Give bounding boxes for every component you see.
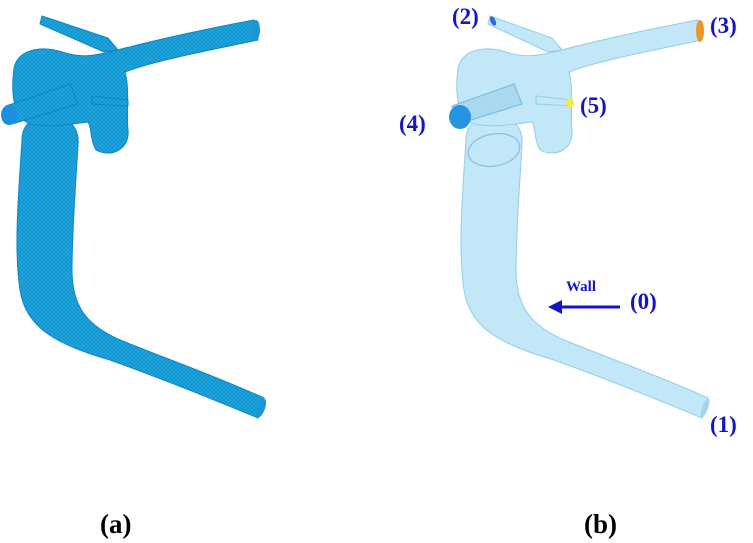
vessel-a-arch (12, 19, 259, 154)
label-wall-text: Wall (566, 279, 596, 295)
label-outlet-2: (2) (452, 4, 479, 29)
caption-panel-b: (b) (584, 509, 617, 539)
panel-b-labels: (2) (3) (4) (5) Wall (0) (1) (399, 4, 737, 437)
vessel-a-side-branch (91, 95, 129, 107)
outlet-2-face (489, 16, 497, 26)
vessel-a-top-branch (39, 15, 119, 53)
vessel-a-inlet-face (1, 105, 17, 125)
vessel-b-internal-ring (467, 133, 521, 167)
vessel-b-top-branch (487, 15, 563, 53)
outlet-5-face (566, 98, 574, 108)
vessel-a-main-trunk (16, 116, 265, 419)
panel-b-vessel (449, 15, 710, 419)
vessel-a-outlet-3-face (252, 20, 260, 40)
label-outlet-5: (5) (580, 93, 607, 118)
label-outlet-3: (3) (710, 13, 737, 38)
wall-arrow-icon (548, 300, 620, 314)
vessel-b-main-trunk (460, 116, 709, 419)
caption-panel-a: (a) (100, 509, 132, 539)
vessel-b-arch (456, 19, 703, 154)
outlet-4-face (449, 105, 471, 129)
outlet-3-face (696, 20, 704, 42)
label-wall-0: (0) (630, 289, 657, 314)
label-outlet-1: (1) (710, 412, 737, 437)
label-inlet-4: (4) (399, 111, 426, 136)
outlet-1-face (700, 398, 710, 418)
panel-a-vessel (1, 15, 267, 419)
vessel-a-outlet-1-face (255, 398, 267, 418)
